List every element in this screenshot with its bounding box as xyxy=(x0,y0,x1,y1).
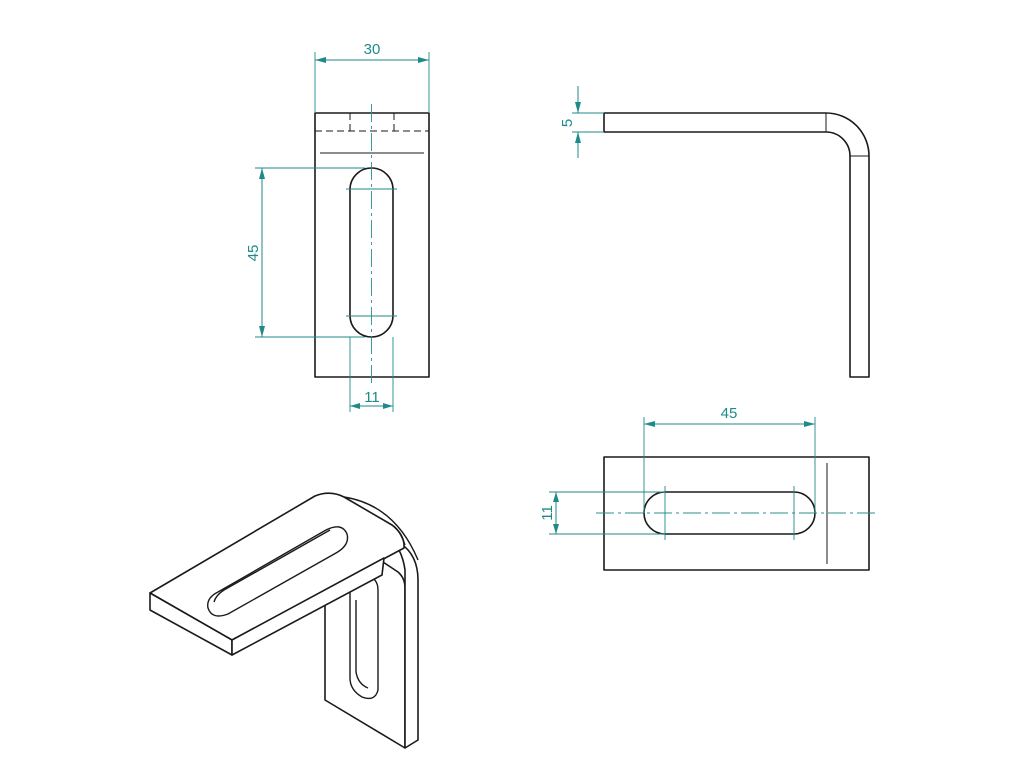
dimension-label: 11 xyxy=(539,505,556,521)
side-view: 5 xyxy=(559,86,870,378)
dimension-label: 45 xyxy=(245,245,262,262)
arrowhead xyxy=(383,403,393,409)
dimension-slot-width-11: 11 xyxy=(349,337,394,412)
dimension-label: 30 xyxy=(364,41,381,58)
iso-bend-inner xyxy=(391,524,406,546)
dimension-top-slot-width-11: 11 xyxy=(539,491,665,535)
arrowhead xyxy=(553,492,559,502)
iso-horizontal-slot xyxy=(207,526,349,617)
dimension-width-30: 30 xyxy=(314,41,430,113)
front-view: 30 45 11 xyxy=(245,41,430,412)
isometric-view xyxy=(149,492,419,749)
dimension-label: 5 xyxy=(559,119,576,127)
arrowhead xyxy=(259,168,265,179)
arrowhead xyxy=(804,421,815,427)
iso-bend-outer xyxy=(343,496,419,561)
side-view-profile xyxy=(603,112,870,378)
top-view-outline xyxy=(603,456,870,571)
arrowhead xyxy=(553,524,559,534)
dimension-slot-length-45: 45 xyxy=(245,167,365,338)
top-view: 45 11 xyxy=(539,405,877,571)
iso-horizontal-slot-inner xyxy=(213,529,331,603)
dimension-label: 11 xyxy=(364,389,380,406)
arrowhead xyxy=(575,102,581,113)
front-view-outline xyxy=(314,112,430,378)
arrowhead xyxy=(350,403,360,409)
arrowhead xyxy=(315,57,326,63)
dimension-label: 45 xyxy=(721,405,738,422)
arrowhead xyxy=(575,132,581,143)
iso-horizontal-side-edge xyxy=(231,557,385,656)
arrowhead xyxy=(259,326,265,337)
dimension-top-slot-length-45: 45 xyxy=(643,405,816,513)
iso-vertical-slot-inner xyxy=(355,600,369,689)
arrowhead xyxy=(644,421,655,427)
dimension-thickness-5: 5 xyxy=(559,86,604,158)
arrowhead xyxy=(418,57,429,63)
